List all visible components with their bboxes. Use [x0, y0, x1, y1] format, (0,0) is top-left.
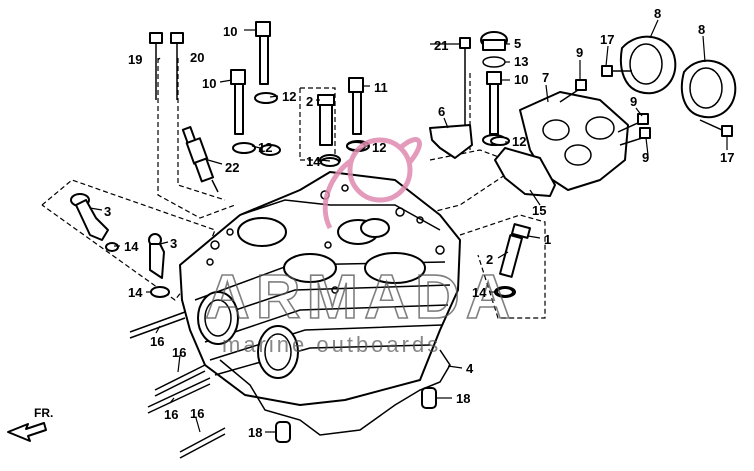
- callout-10c: 10: [514, 72, 528, 87]
- callout-17b: 17: [720, 150, 734, 165]
- callout-15: 15: [532, 203, 546, 218]
- cap-5-oring-13: [480, 31, 508, 68]
- callout-3b: 3: [170, 236, 177, 251]
- cylinder-head: [179, 171, 461, 406]
- callout-12c: 12: [372, 140, 386, 155]
- callout-12a: 12: [282, 89, 296, 104]
- valve-stems-3: [70, 193, 170, 298]
- callout-18b: 18: [248, 425, 262, 440]
- spark-plug: [181, 126, 219, 193]
- callout-5: 5: [514, 36, 521, 51]
- callout-9b: 9: [630, 94, 637, 109]
- watermark-tagline: marine outboards: [222, 332, 441, 357]
- callout-16c: 16: [164, 407, 178, 422]
- callout-3a: 3: [104, 204, 111, 219]
- callout-2a: 2: [306, 94, 313, 109]
- watermark-logo-icon: [322, 137, 422, 230]
- watermark: ARMADA marine outboards: [204, 137, 517, 357]
- callout-18a: 18: [456, 391, 470, 406]
- callout-labels: 19 20 10 10 12 2 11 12 12 14 22 21 6 5 1…: [104, 6, 734, 440]
- head-gasket: [219, 349, 451, 436]
- callout-10b: 10: [202, 76, 216, 91]
- studs-19-20: [149, 32, 184, 100]
- callout-10a: 10: [223, 24, 237, 39]
- callout-14c: 14: [124, 239, 139, 254]
- callout-14a: 14: [306, 154, 321, 169]
- studs-16: [129, 311, 226, 459]
- callout-21: 21: [434, 38, 448, 53]
- stud-21-bracket-6: [429, 37, 473, 159]
- front-direction-label: FR.: [34, 406, 53, 420]
- callout-2b: 2: [486, 252, 493, 267]
- intake-manifold: [494, 91, 629, 197]
- callout-1: 1: [544, 232, 551, 247]
- callout-9a: 9: [576, 45, 583, 60]
- hose-clamps: [620, 35, 737, 119]
- callout-17a: 17: [600, 32, 614, 47]
- callout-9c: 9: [642, 150, 649, 165]
- callout-20: 20: [190, 50, 204, 65]
- callout-8b: 8: [698, 22, 705, 37]
- callout-8a: 8: [654, 6, 661, 21]
- callout-12d: 12: [512, 134, 526, 149]
- leader-lines: [89, 19, 728, 433]
- watermark-brand: ARMADA: [205, 263, 517, 332]
- callout-16d: 16: [190, 406, 204, 421]
- callout-12b: 12: [258, 140, 272, 155]
- callout-14d: 14: [128, 285, 143, 300]
- callout-16b: 16: [172, 345, 186, 360]
- callout-13: 13: [514, 54, 528, 69]
- callout-4: 4: [466, 361, 474, 376]
- callout-14b: 14: [472, 285, 487, 300]
- front-direction-arrow: FR.: [7, 406, 53, 442]
- callout-22: 22: [225, 160, 239, 175]
- callout-16a: 16: [150, 334, 164, 349]
- dowels-18: [275, 387, 437, 443]
- callout-19: 19: [128, 52, 142, 67]
- callout-7: 7: [542, 70, 549, 85]
- callout-11: 11: [374, 80, 388, 95]
- callout-6: 6: [438, 104, 445, 119]
